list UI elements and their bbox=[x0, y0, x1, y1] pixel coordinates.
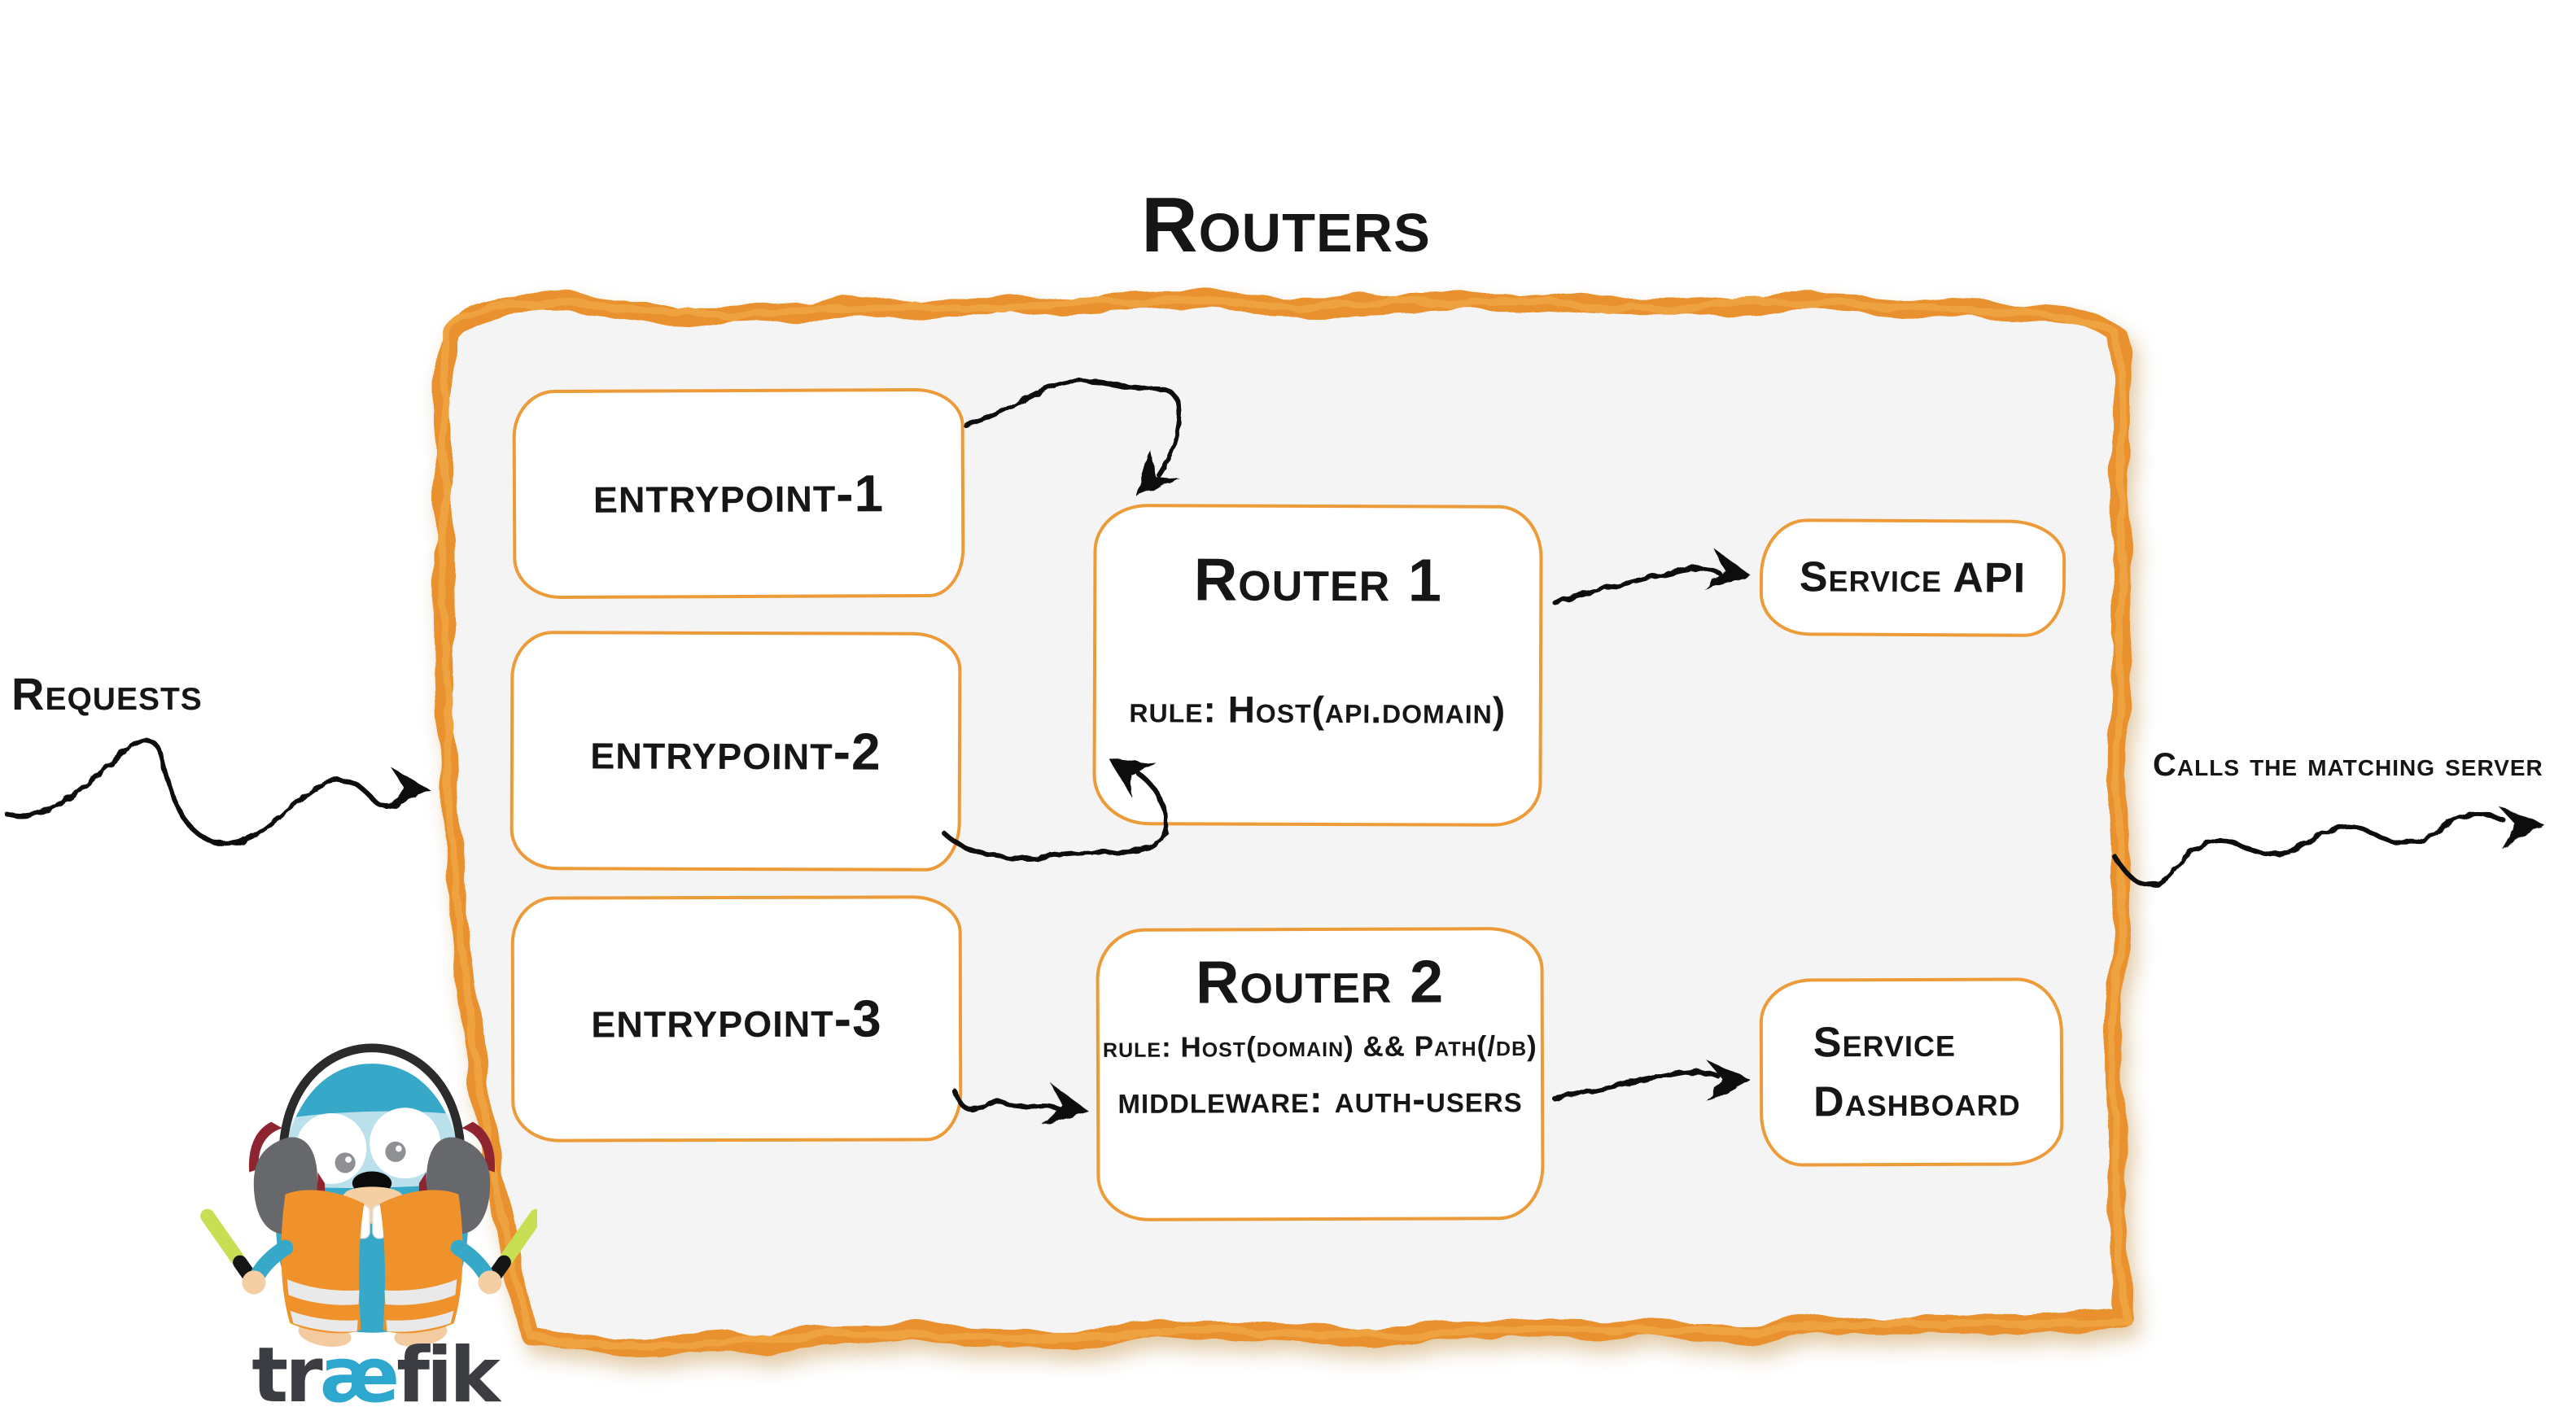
headphones-band bbox=[278, 1043, 466, 1161]
traefik-gopher-mascot bbox=[200, 1043, 537, 1348]
service-api-label: Service API bbox=[1799, 553, 2027, 602]
entrypoint-2-label: entrypoint-2 bbox=[590, 721, 881, 781]
calls-label: Calls the matching server bbox=[2153, 747, 2543, 783]
entrypoint-3-label: entrypoint-3 bbox=[591, 989, 882, 1049]
entrypoint-2-box: entrypoint-2 bbox=[510, 631, 962, 872]
router-1-rule: rule: Host(api.domain) bbox=[1129, 688, 1507, 732]
page-title: Routers bbox=[1141, 181, 1431, 269]
gopher-arms bbox=[242, 1239, 502, 1295]
service-dashboard-box: Service Dashboard bbox=[1759, 977, 2064, 1167]
entrypoint-1-box: entrypoint-1 bbox=[512, 387, 965, 600]
gopher-safety-vest bbox=[281, 1190, 463, 1334]
service-dashboard-label-line1: Service bbox=[1813, 1018, 1957, 1067]
router-2-rule: rule: Host(domain) && Path(/db) bbox=[1102, 1030, 1537, 1064]
router-1-box: Router 1 rule: Host(api.domain) bbox=[1092, 504, 1543, 827]
traefik-wordmark: træfik bbox=[220, 1331, 529, 1420]
wordmark-end: fik bbox=[396, 1331, 501, 1420]
wordmark-ae: æ bbox=[319, 1331, 400, 1420]
entrypoint-1-label: entrypoint-1 bbox=[593, 463, 885, 524]
requests-label: Requests bbox=[11, 668, 203, 719]
wordmark-start: tr bbox=[251, 1331, 322, 1420]
router-2-box: Router 2 rule: Host(domain) && Path(/db)… bbox=[1096, 927, 1545, 1221]
router-1-title: Router 1 bbox=[1193, 545, 1443, 614]
router-2-middleware: middleware: auth-users bbox=[1117, 1077, 1523, 1122]
entrypoint-3-box: entrypoint-3 bbox=[510, 895, 963, 1143]
service-dashboard-label-line2: Dashboard bbox=[1813, 1077, 2021, 1125]
router-2-title: Router 2 bbox=[1195, 947, 1445, 1016]
service-api-box: Service API bbox=[1759, 518, 2066, 637]
